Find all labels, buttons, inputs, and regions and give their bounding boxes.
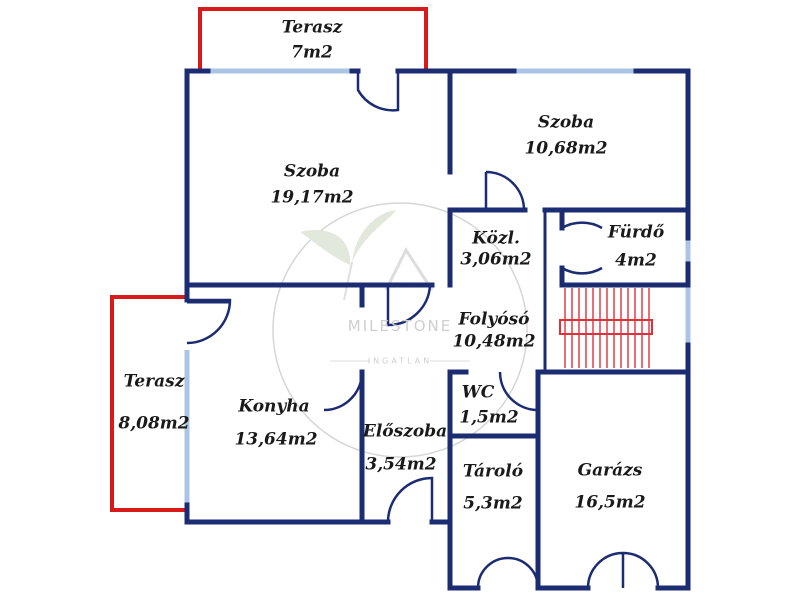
door-szoba-small	[484, 170, 526, 211]
room-tarolo-name: Tároló	[462, 461, 524, 482]
room-eloszoba-name: Előszoba	[362, 421, 448, 442]
watermark-logo	[272, 202, 528, 458]
room-kozl-area: 3,06m2	[460, 249, 532, 270]
room-szoba-small-name: Szoba	[537, 112, 595, 133]
room-furdo-area: 4m2	[615, 250, 657, 271]
room-wc-area: 1,5m2	[459, 407, 519, 428]
watermark-sub-text: INGATLAN	[367, 356, 433, 366]
room-eloszoba-area: 3,54m2	[365, 454, 437, 475]
door-konyha-terrace	[186, 298, 232, 345]
room-terasz-top-name: Terasz	[281, 17, 343, 38]
door-entrance	[386, 476, 434, 523]
door-wc	[498, 371, 540, 412]
watermark-house-icon	[384, 246, 434, 291]
door-terrace-top	[356, 71, 400, 112]
terrace-top-outline	[198, 7, 428, 70]
room-kozl-name: Közl.	[472, 228, 520, 249]
watermark-stem	[343, 261, 353, 301]
room-garazs-area: 16,5m2	[574, 492, 646, 513]
room-tarolo-area: 5,3m2	[463, 493, 523, 514]
door-eloszoba	[323, 371, 364, 412]
watermark-leaf-icon	[352, 210, 396, 262]
room-folyoso-name: Folyósó	[458, 309, 530, 330]
stairs	[559, 288, 653, 368]
watermark-brand-text: MILESTONE	[347, 317, 453, 335]
room-konyha-name: Konyha	[238, 396, 310, 417]
door-garage	[586, 551, 660, 589]
room-szoba-large-name: Szoba	[283, 161, 341, 182]
watermark-leaf-icon	[300, 229, 351, 265]
room-terasz-left-name: Terasz	[123, 371, 185, 392]
room-terasz-left-area: 8,08m2	[118, 413, 190, 434]
room-konyha-area: 13,64m2	[234, 429, 318, 450]
room-wc-name: WC	[461, 382, 495, 403]
door-folyoso	[386, 284, 432, 327]
windows	[184, 68, 691, 505]
doors	[186, 71, 660, 589]
door-tarolo	[476, 556, 540, 589]
terrace-left-outline	[110, 295, 186, 512]
room-terasz-top-area: 7m2	[291, 42, 333, 63]
door-furdo	[561, 221, 603, 275]
room-folyoso-area: 10,48m2	[452, 331, 536, 352]
room-szoba-small-area: 10,68m2	[524, 138, 608, 159]
room-garazs-name: Garázs	[577, 460, 643, 481]
room-szoba-large-area: 19,17m2	[270, 187, 354, 208]
watermark-ring	[272, 202, 528, 458]
room-furdo-name: Fürdő	[607, 222, 665, 243]
stair-landing	[559, 319, 653, 335]
